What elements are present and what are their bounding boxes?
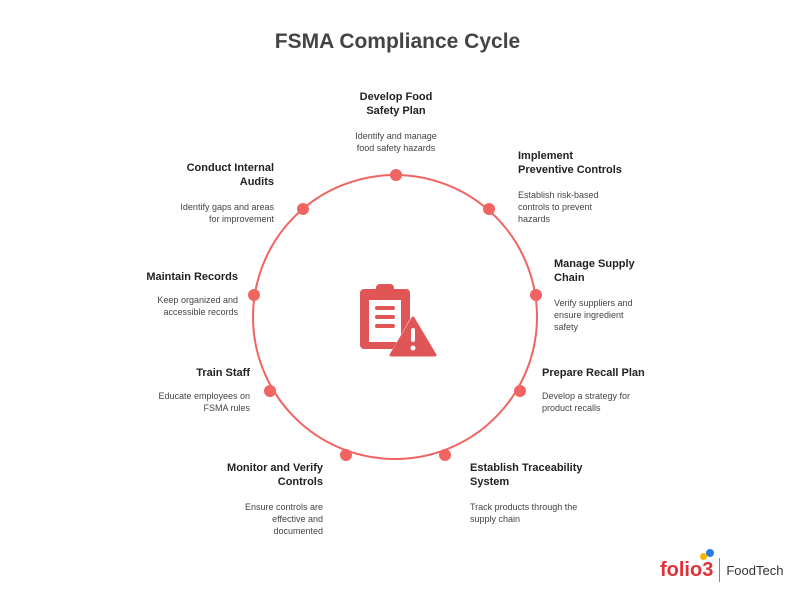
- step-maintain-records: Maintain Records Keep organized and acce…: [146, 271, 238, 317]
- step-train-staff: Train Staff Educate employees on FSMA ru…: [158, 367, 250, 413]
- step-dot: [439, 449, 451, 461]
- diagram-title: FSMA Compliance Cycle: [274, 30, 521, 53]
- logo-brand: folio3: [660, 548, 714, 582]
- step-monitor-verify-controls: Monitor and Verify Controls Ensure contr…: [227, 462, 323, 536]
- step-dot: [248, 289, 260, 301]
- step-dot: [390, 169, 402, 181]
- step-develop-food-safety-plan: Develop Food Safety Plan Identify and ma…: [355, 91, 437, 153]
- step-conduct-internal-audits: Conduct Internal Audits Identify gaps an…: [180, 162, 274, 224]
- step-dot: [514, 385, 526, 397]
- step-prepare-recall-plan: Prepare Recall Plan Develop a strategy f…: [542, 367, 645, 413]
- step-dot: [530, 289, 542, 301]
- step-implement-preventive-controls: Implement Preventive Controls Establish …: [518, 150, 622, 224]
- step-dot: [264, 385, 276, 397]
- clipboard-warning-icon: [360, 284, 438, 357]
- step-dot: [297, 203, 309, 215]
- logo-product: FoodTech: [726, 562, 784, 578]
- step-manage-supply-chain: Manage Supply Chain Verify suppliers and…: [554, 258, 635, 332]
- step-dot: [340, 449, 352, 461]
- step-dot: [483, 203, 495, 215]
- folio3-foodtech-logo: folio3 FoodTech: [660, 548, 784, 582]
- step-establish-traceability-system: Establish Traceability System Track prod…: [470, 462, 583, 524]
